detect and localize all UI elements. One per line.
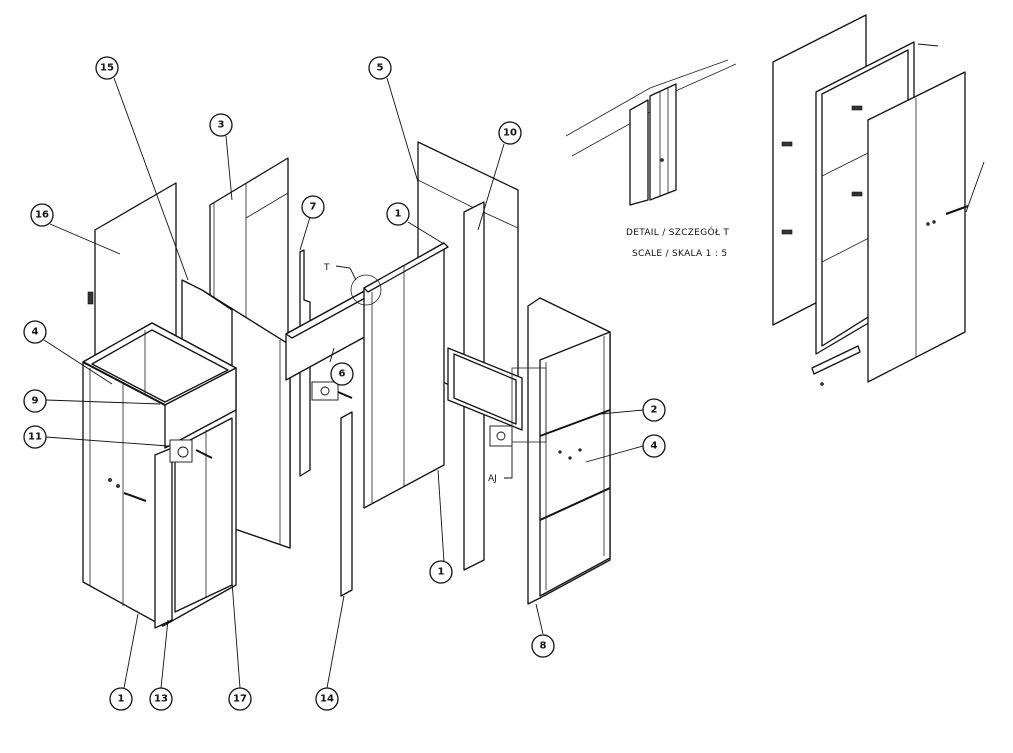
callout-circle [23,425,47,449]
callout-14: 14 [315,687,339,711]
callout-2: 2 [642,398,666,422]
callout-3: 3 [209,113,233,137]
callout-circle [109,687,133,711]
callout-label: 2 [651,405,658,416]
detail-t-view: DETAIL / SZCZEGÓŁ T SCALE / SKALA 1 : 5 [565,59,737,259]
tag-t: T [323,263,330,273]
cabinet-box [82,322,237,629]
callout-circle [315,687,339,711]
callout-5: 5 [368,56,392,80]
callout-7: 7 [301,195,325,219]
callout-label: 14 [320,694,334,705]
callout-10: 10 [498,121,522,145]
callout-circle [386,202,410,226]
callout-circle [95,56,119,80]
callout-circle [498,121,522,145]
callout-circle [149,687,173,711]
callout-8: 8 [531,634,555,658]
callout-4: 4 [642,434,666,458]
callout-circle [228,687,252,711]
callout-circle [301,195,325,219]
tag-aj: AJ [488,474,497,484]
callout-label: 4 [651,441,658,452]
detail-t-circle [350,274,382,306]
callout-circle [30,203,54,227]
callout-circle [23,389,47,413]
callout-circle [209,113,233,137]
callout-label: 16 [35,210,49,221]
callout-label: 17 [233,694,247,705]
callout-label: 8 [540,641,547,652]
callout-circle [531,634,555,658]
callout-label: 1 [438,567,445,578]
callout-circle [642,434,666,458]
callout-1: 1 [386,202,410,226]
callout-13: 13 [149,687,173,711]
door-exploded-view [772,14,985,386]
shelf-door [447,347,523,447]
callout-6: 6 [330,362,354,386]
callout-label: 5 [377,63,384,74]
callout-label: 13 [154,694,168,705]
callout-label: 1 [118,694,125,705]
callout-label: 3 [218,120,225,131]
callout-16: 16 [30,203,54,227]
cabinet-right [511,297,611,605]
panel-1-center [363,242,449,509]
callout-1: 1 [109,687,133,711]
callout-label: 7 [310,202,317,213]
callout-label: 15 [100,63,114,74]
callout-label: 11 [28,432,42,443]
callout-9: 9 [23,389,47,413]
callout-17: 17 [228,687,252,711]
callout-circle [429,560,453,584]
callout-circle [23,320,47,344]
callout-label: 1 [395,209,402,220]
callout-label: 6 [339,369,346,380]
callout-4: 4 [23,320,47,344]
leader-lines [43,77,644,689]
callout-label: 10 [503,128,517,139]
callout-circle [330,362,354,386]
callout-circle [368,56,392,80]
panel-14 [340,411,353,597]
callout-label: 4 [32,327,39,338]
detail-title: DETAIL / SZCZEGÓŁ T [626,226,729,238]
detail-scale: SCALE / SKALA 1 : 5 [632,249,727,259]
callout-circle [642,398,666,422]
callout-label: 9 [32,396,39,407]
callout-15: 15 [95,56,119,80]
callout-11: 11 [23,425,47,449]
callout-1: 1 [429,560,453,584]
